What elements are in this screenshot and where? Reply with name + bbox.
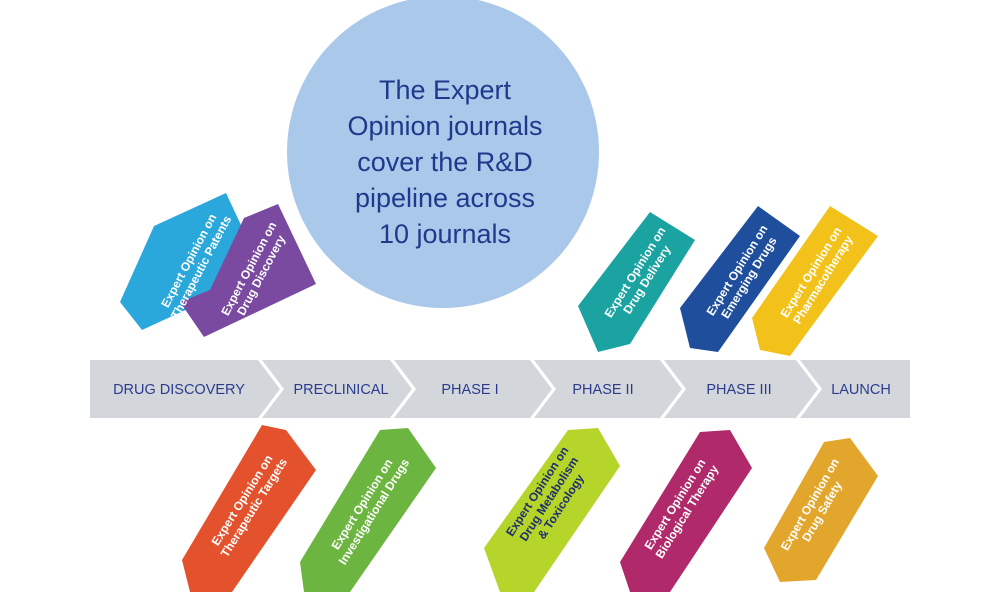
- stage-label-preclinical: PRECLINICAL: [293, 382, 389, 398]
- tag-investigational-drugs: [300, 428, 436, 592]
- headline-line: Opinion journals: [347, 111, 543, 141]
- tag-drug-metabolism: [484, 428, 620, 592]
- stage-label-phase-1: PHASE I: [441, 382, 499, 398]
- tag-therapeutic-targets: [182, 425, 316, 592]
- stage-arrow-phase-2: [534, 360, 682, 418]
- stage-arrow-drug-discovery: [90, 360, 280, 418]
- headline-circle: [287, 0, 599, 308]
- tag-drug-safety: [764, 438, 878, 582]
- stage-arrow-preclinical: [262, 360, 412, 418]
- stage-arrow-phase-3: [664, 360, 818, 418]
- tag-emerging-drugs: [680, 206, 800, 352]
- stage-label-phase-2: PHASE II: [572, 382, 634, 398]
- tag-biological-therapy: [620, 430, 752, 592]
- stage-label-drug-discovery: DRUG DISCOVERY: [113, 382, 245, 398]
- headline-line: cover the R&D: [357, 147, 533, 177]
- stage-arrow-launch: [800, 360, 910, 418]
- tag-pharmacotherapy: [752, 206, 878, 356]
- stage-arrow-phase-1: [394, 360, 552, 418]
- stage-label-phase-3: PHASE III: [706, 382, 772, 398]
- headline-line: 10 journals: [378, 219, 512, 249]
- tag-drug-delivery: [578, 212, 695, 352]
- headline-line: The Expert: [378, 75, 512, 105]
- headline-text: The Expert Opinion journals cover the R&…: [300, 72, 590, 252]
- tag-drug-discovery: [180, 204, 316, 337]
- tag-therapeutic-patents: [120, 193, 264, 330]
- headline-line: pipeline across: [354, 183, 536, 213]
- stage-label-launch: LAUNCH: [831, 382, 891, 398]
